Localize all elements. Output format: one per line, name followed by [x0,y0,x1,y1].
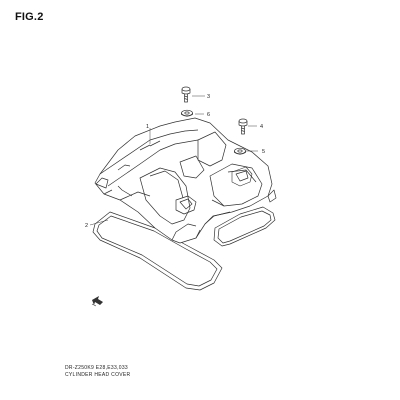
callout-1: 1 [146,124,149,130]
bolt-right [238,118,248,135]
callout-5: 5 [262,149,265,155]
figure-code: DR-Z250K9 E28,E33,033 [65,365,129,371]
cylinder-head-cover [94,117,277,244]
figure-title: FIG.2 [15,11,44,23]
callout-3: 3 [207,94,210,100]
washer [181,109,193,117]
callout-6: 6 [207,112,210,118]
callout-4: 4 [260,124,263,130]
figure-caption: CYLINDER HEAD COVER [65,372,131,378]
callout-2: 2 [85,223,88,229]
callout-leaders [89,95,258,226]
front-arrow-icon [91,296,103,307]
head-cover-gasket-right [213,206,276,247]
bolt [181,86,191,103]
washer-right [234,147,246,155]
